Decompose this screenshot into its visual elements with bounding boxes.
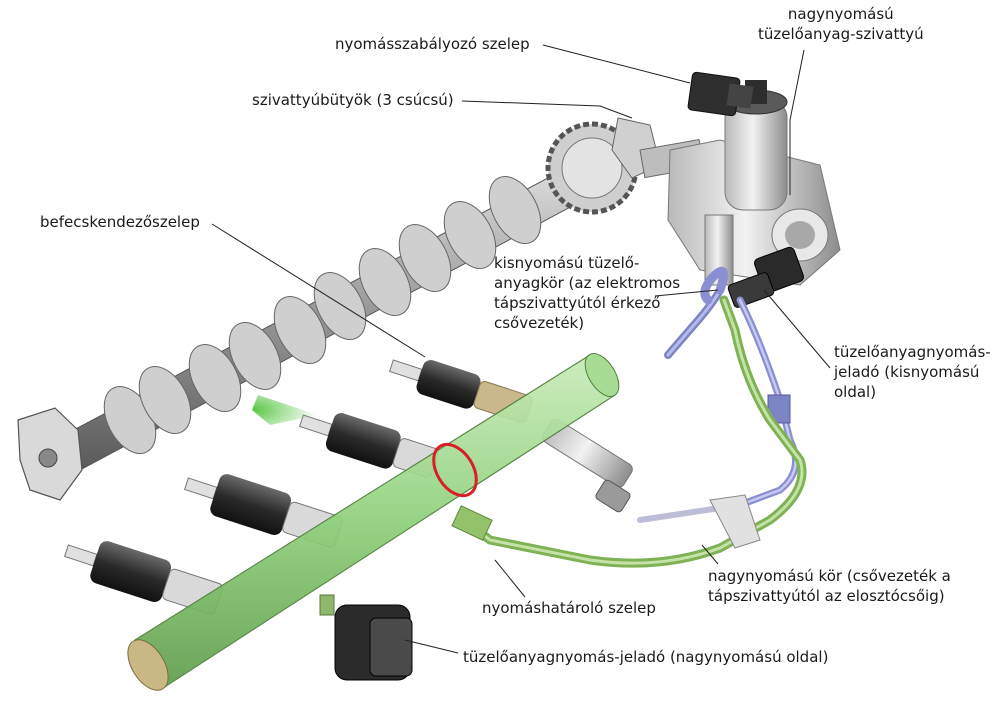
pipe-bracket	[709, 494, 761, 549]
fuel-spray	[252, 395, 318, 425]
label-low-pressure-line: csővezeték)	[494, 314, 585, 332]
label-sensor-low-line: oldal)	[834, 383, 877, 401]
label-low-pressure-line: tápszivattyútól érkező	[494, 294, 661, 312]
pressure-regulator-valve	[687, 71, 754, 117]
label-pressure-limiter: nyomáshatároló szelep	[482, 599, 656, 617]
fuel-rail	[127, 353, 620, 691]
high-pressure-line	[451, 295, 807, 568]
high-pressure-sensor	[319, 594, 413, 681]
leader-lines	[211, 44, 831, 654]
label-low-pressure-line: anyagkör (az elektromos	[494, 274, 681, 292]
label-high-pressure-circuit: nagynyomású kör (csővezeték a tápszivatt…	[708, 566, 951, 606]
label-sensor-low-line: jeladó (kisnyomású	[834, 363, 980, 381]
label-sensor-low: tüzelőanyagnyomás- jeladó (kisnyomású ol…	[834, 342, 991, 402]
label-pump-cams: szivattyúbütyök (3 csúcsú)	[252, 91, 454, 109]
label-injector: befecskendezőszelep	[40, 213, 200, 231]
label-high-pressure-pump: nagynyomású tüzelőanyag-szivattyú	[758, 4, 924, 44]
label-low-pressure-line: kisnyomású tüzelő-	[494, 254, 640, 272]
label-high-pressure-pump-line: nagynyomású	[787, 5, 894, 23]
label-pressure-regulator: nyomásszabályozó szelep	[335, 35, 530, 53]
injector-4	[63, 541, 223, 615]
label-high-pressure-pump-line: tüzelőanyag-szivattyú	[758, 25, 924, 43]
pressure-limiting-valve	[542, 418, 633, 513]
label-sensor-high: tüzelőanyagnyomás-jeladó (nagynyomású ol…	[463, 648, 829, 666]
camshaft	[17, 117, 705, 501]
label-sensor-low-line: tüzelőanyagnyomás-	[834, 343, 991, 361]
label-high-pressure-circuit-line: nagynyomású kör (csővezeték a	[708, 567, 951, 585]
label-low-pressure-circuit: kisnyomású tüzelő- anyagkör (az elektrom…	[494, 253, 680, 333]
low-pressure-line	[637, 266, 800, 523]
label-high-pressure-circuit-line: tápszivattyútól az elosztócsőig)	[708, 587, 945, 605]
injectors	[63, 359, 533, 615]
